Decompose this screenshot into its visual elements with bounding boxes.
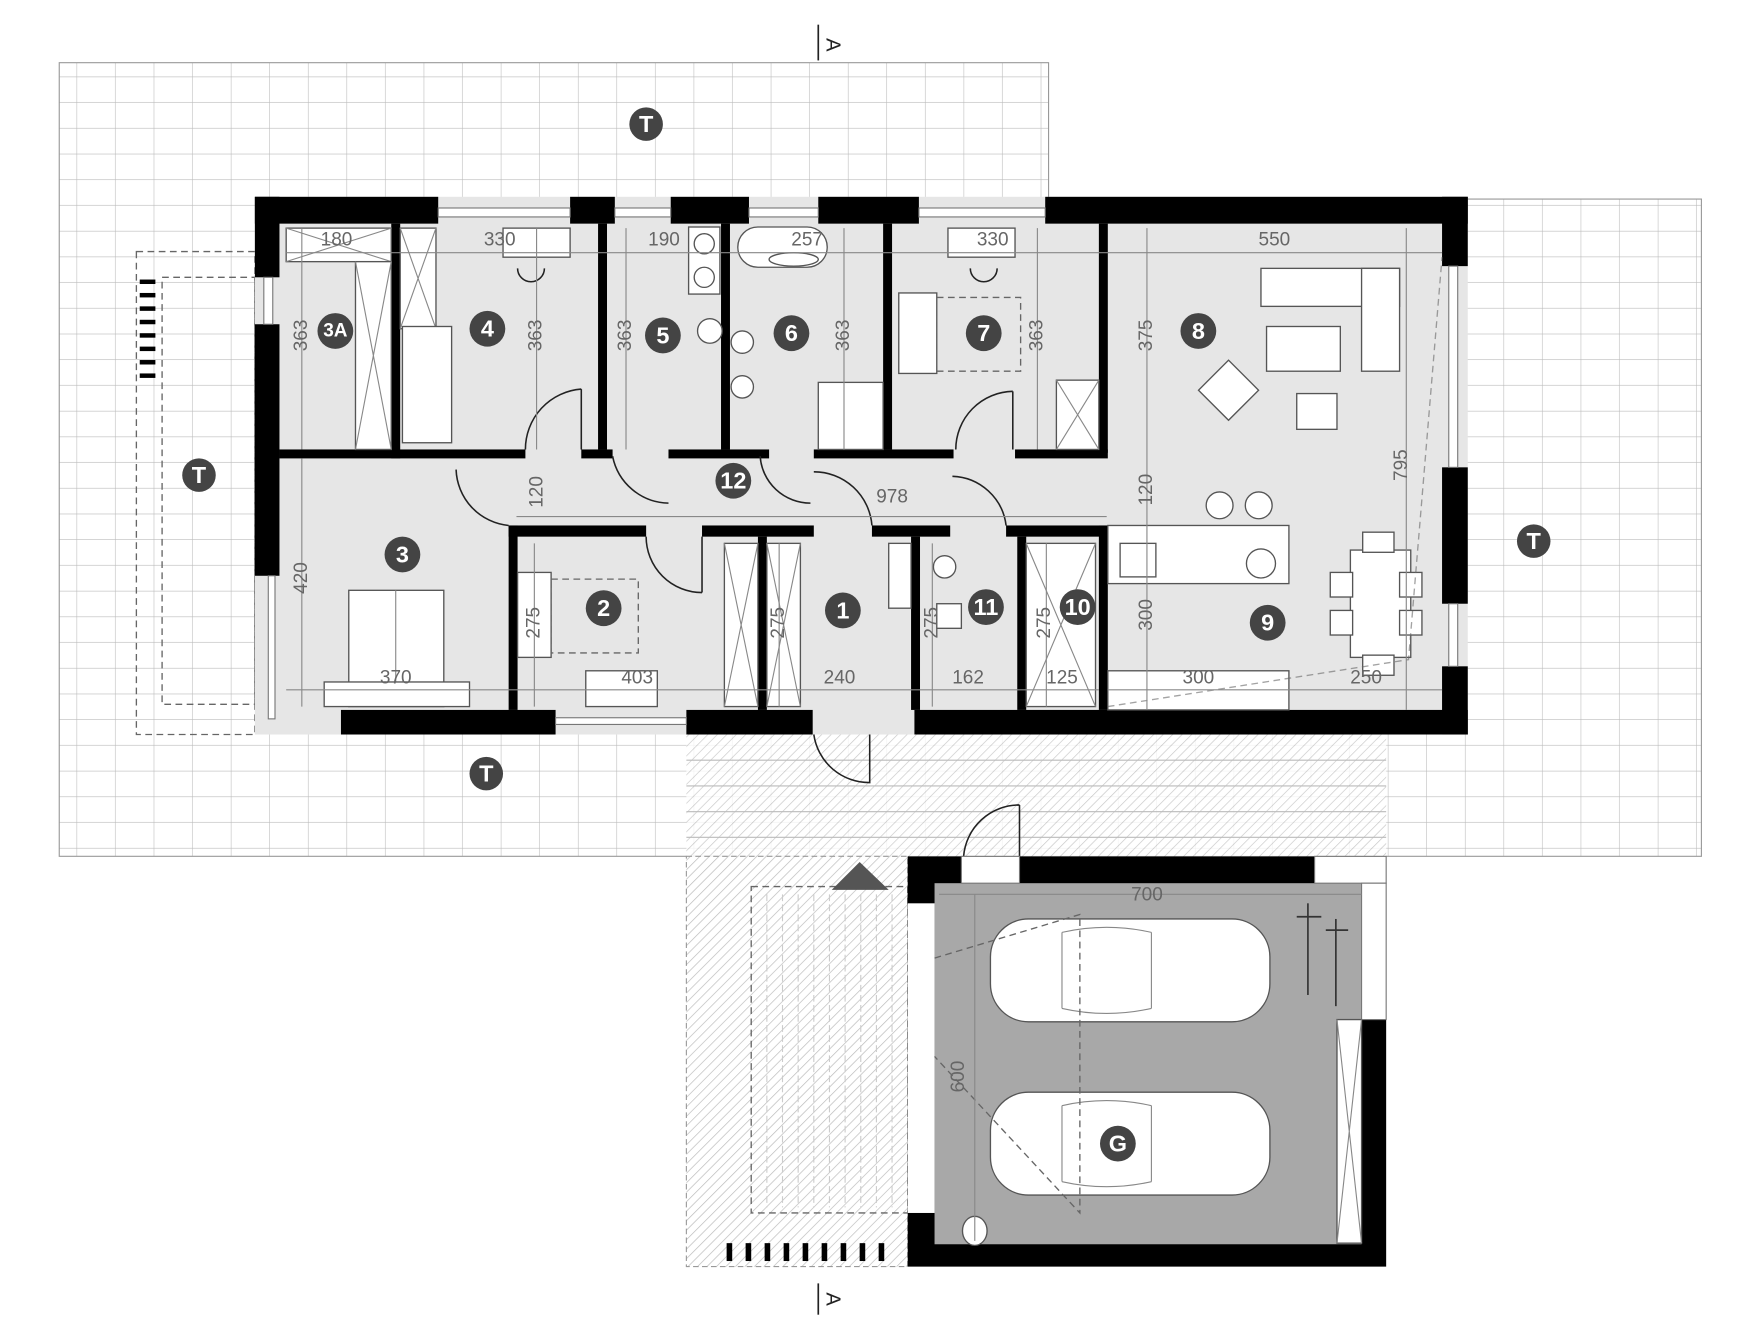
svg-text:T: T	[192, 462, 207, 488]
dimension-label: 300	[1136, 599, 1157, 631]
svg-text:G: G	[1109, 1131, 1127, 1157]
bicycle-icon	[1296, 903, 1349, 1007]
svg-text:A: A	[821, 38, 843, 52]
dimension-label: 250	[1350, 668, 1382, 689]
terrace-tag: T	[469, 756, 504, 791]
side-steps	[135, 250, 256, 736]
dimension-label: 190	[648, 229, 680, 250]
svg-text:T: T	[479, 761, 494, 787]
dimension-label: 275	[768, 607, 789, 639]
section-mark-top: A	[817, 24, 843, 61]
svg-text:10: 10	[1065, 594, 1091, 620]
room-tag-12: 12	[715, 462, 752, 499]
beds-and-desks	[323, 292, 1022, 708]
garage-tag: G	[1099, 1125, 1136, 1162]
dimension-label: 363	[526, 320, 547, 352]
svg-text:7: 7	[977, 320, 990, 346]
svg-text:5: 5	[656, 322, 669, 348]
entrance-hatched-area	[686, 734, 1387, 858]
dimension-label: 550	[1259, 229, 1291, 250]
driveway-lines	[766, 894, 893, 1208]
svg-text:T: T	[639, 111, 654, 137]
svg-text:8: 8	[1192, 318, 1205, 344]
svg-text:1: 1	[836, 597, 849, 623]
dimension-label: 330	[484, 229, 516, 250]
dimension-label: 978	[876, 487, 908, 508]
room-tag-9: 9	[1249, 604, 1286, 641]
room-tag-11: 11	[968, 589, 1004, 625]
svg-text:A: A	[821, 1292, 843, 1306]
dimension-label: 363	[1026, 320, 1047, 352]
entrance-arrow-icon	[831, 861, 889, 890]
dimension-label: 420	[291, 562, 312, 594]
terrace-tag: T	[1516, 524, 1551, 558]
exterior-walls	[254, 196, 1468, 735]
dimension-label: 600	[948, 1061, 969, 1093]
dimension-label: 125	[1046, 668, 1078, 689]
svg-text:3A: 3A	[323, 320, 348, 341]
dimension-label: 403	[621, 668, 653, 689]
room-tag-2: 2	[585, 590, 622, 627]
dimension-label: 275	[523, 607, 544, 639]
svg-text:4: 4	[481, 316, 494, 342]
svg-text:6: 6	[785, 320, 798, 346]
svg-text:12: 12	[720, 468, 746, 494]
dimension-label: 363	[833, 320, 854, 352]
terrace-tag: T	[629, 107, 663, 141]
entrance-grid-overlay	[686, 759, 1387, 838]
dimension-label: 162	[952, 668, 984, 689]
svg-text:11: 11	[974, 594, 999, 620]
room-tag-3: 3	[384, 536, 421, 573]
bathroom-fixtures	[401, 226, 1016, 629]
dimension-label: 120	[527, 476, 548, 508]
dimension-label: 300	[1183, 668, 1215, 689]
room-tag-8: 8	[1180, 313, 1217, 349]
dimension-label: 700	[1131, 885, 1163, 906]
garage	[907, 855, 1387, 1267]
dimension-label: 257	[791, 229, 823, 250]
dimension-label: 275	[1034, 607, 1055, 639]
dimension-label: 363	[615, 320, 636, 352]
interior-walls	[279, 223, 1108, 710]
dimension-label: 240	[824, 668, 856, 689]
area-outline-dashed	[1107, 257, 1443, 708]
room-tag-3a: 3A	[317, 313, 354, 349]
driveway-hatched-area	[685, 855, 909, 1268]
living-kitchen-furniture	[888, 267, 1423, 711]
windows	[263, 207, 1459, 726]
room-tag-4: 4	[469, 310, 506, 347]
dimension-label: 275	[921, 607, 942, 639]
svg-text:9: 9	[1261, 610, 1274, 636]
room-tag-7: 7	[965, 315, 1002, 352]
terrace-tag: T	[182, 458, 216, 492]
dimension-lines	[286, 228, 1443, 1241]
svg-text:2: 2	[597, 595, 610, 621]
dimension-label: 363	[291, 320, 312, 352]
dimension-label: 120	[1136, 474, 1157, 506]
room-tag-6: 6	[773, 315, 810, 352]
driveway-marking	[726, 1243, 885, 1262]
room-tag-1: 1	[824, 592, 861, 629]
svg-text:3: 3	[396, 542, 409, 568]
section-mark-bottom: A	[817, 1283, 843, 1315]
dimension-label: 330	[977, 229, 1009, 250]
dimension-label: 795	[1391, 449, 1412, 481]
dimension-label: 180	[321, 229, 353, 250]
dimension-label: 375	[1136, 320, 1157, 352]
room-tag-10: 10	[1059, 589, 1096, 625]
room-tag-5: 5	[645, 317, 681, 354]
car-icon	[989, 918, 1271, 1023]
svg-text:T: T	[1527, 528, 1542, 554]
dimension-label: 370	[380, 668, 412, 689]
